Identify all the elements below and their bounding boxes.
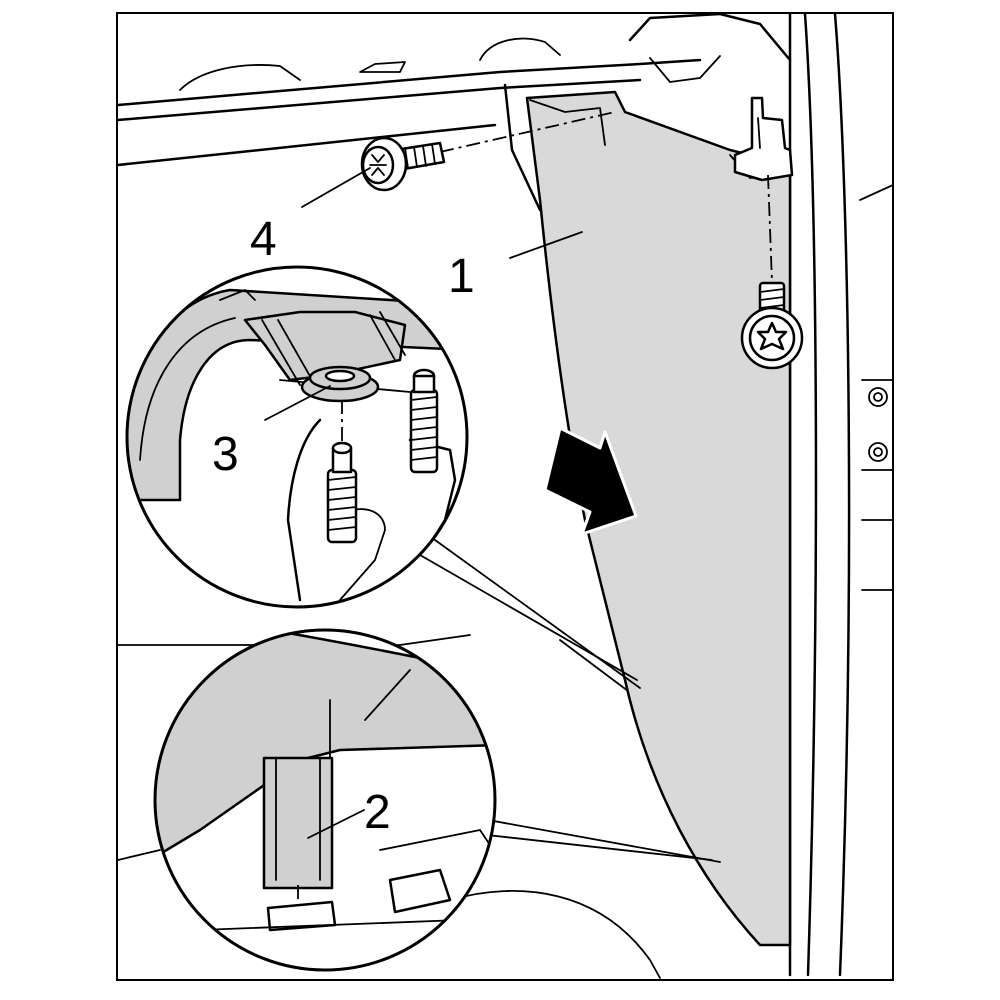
assembly-line-torx-screw (767, 174, 773, 283)
leader-4 (301, 167, 371, 208)
leader-lines (301, 167, 721, 863)
assembly-line-screw-4 (439, 111, 616, 153)
callout-1: 1 (448, 250, 475, 303)
detail-view-nut (125, 265, 469, 609)
callout-4: 4 (250, 213, 277, 266)
leader-2 (307, 809, 365, 839)
upper-clip (733, 96, 794, 182)
callout-2: 2 (364, 786, 391, 839)
leader-1 (509, 231, 583, 259)
callout-3: 3 (212, 428, 239, 481)
leader-3 (264, 385, 331, 421)
detail-view-clip (153, 628, 497, 972)
removal-arrow-icon (543, 426, 638, 536)
trim-panel (525, 90, 792, 947)
torx-screw-icon (740, 281, 804, 370)
screw-4 (360, 136, 446, 192)
